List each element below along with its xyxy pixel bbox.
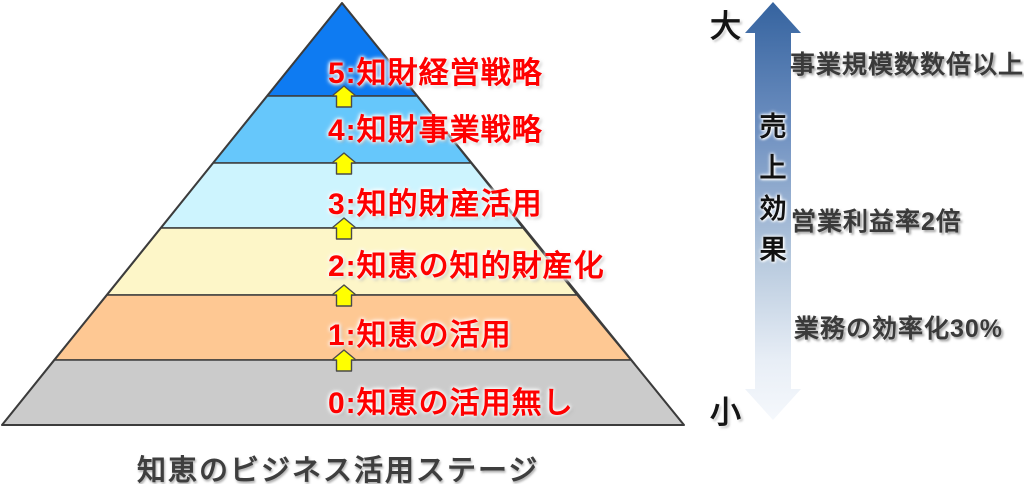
- level-3-label: 3:知的財産活用: [328, 188, 543, 221]
- step-up-arrow-icon: [331, 284, 357, 307]
- annotation-efficiency: 業務の効率化30%: [794, 315, 1004, 343]
- level-2-label: 2:知恵の知的財産化: [328, 250, 605, 283]
- level-1-label: 1:知恵の活用: [328, 319, 512, 352]
- pyramid-outline: [1, 2, 685, 426]
- annotation-business-scale: 事業規模数数倍以上: [790, 51, 1024, 79]
- step-up-arrow-icon: [331, 217, 357, 240]
- level-5-label: 5:知財経営戦略: [328, 57, 543, 90]
- sales-effect-label: 売上効果: [759, 112, 787, 265]
- sales-effect-arrow-icon: [745, 2, 801, 420]
- diagram-caption: 知恵のビジネス活用ステージ: [133, 447, 543, 484]
- axis-large-label: 大: [710, 9, 741, 44]
- level-0-label: 0:知恵の活用無し: [328, 387, 574, 420]
- step-up-arrow-icon: [331, 85, 357, 108]
- level-4-label: 4:知財事業戦略: [328, 114, 543, 147]
- annotation-operating-profit: 営業利益率2倍: [791, 208, 962, 236]
- step-up-arrow-icon: [331, 349, 357, 372]
- axis-small-label: 小: [710, 395, 741, 430]
- step-up-arrow-icon: [331, 152, 357, 175]
